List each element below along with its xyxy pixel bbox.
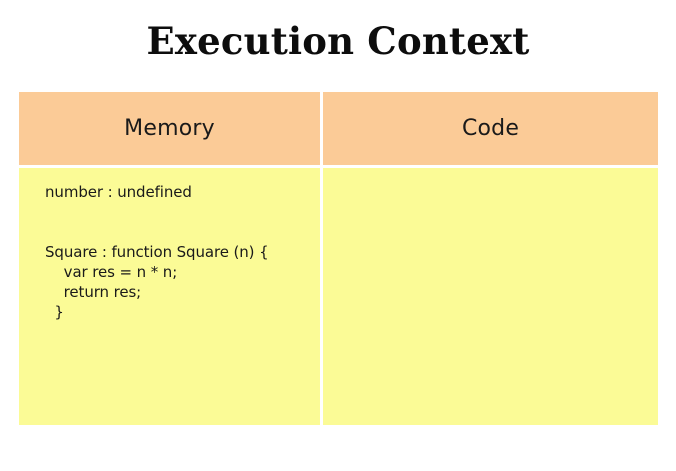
header-body-divider-left	[19, 165, 320, 168]
table-cell-code	[323, 168, 658, 425]
column-divider-body	[320, 168, 323, 425]
table-header-code-label: Code	[461, 116, 520, 141]
table-header-memory: Memory	[19, 92, 320, 165]
table-header-memory-label: Memory	[124, 116, 215, 141]
table-cell-memory: number : undefined Square : function Squ…	[19, 168, 320, 425]
divider-intersection	[320, 165, 323, 168]
memory-content-text: number : undefined Square : function Squ…	[45, 183, 269, 321]
table-header-code: Code	[323, 92, 658, 165]
execution-context-table: Memory Code number : undefined Square : …	[19, 92, 658, 425]
column-divider-header	[320, 92, 323, 165]
header-body-divider-right	[323, 165, 658, 168]
page-title: Execution Context	[146, 19, 530, 63]
